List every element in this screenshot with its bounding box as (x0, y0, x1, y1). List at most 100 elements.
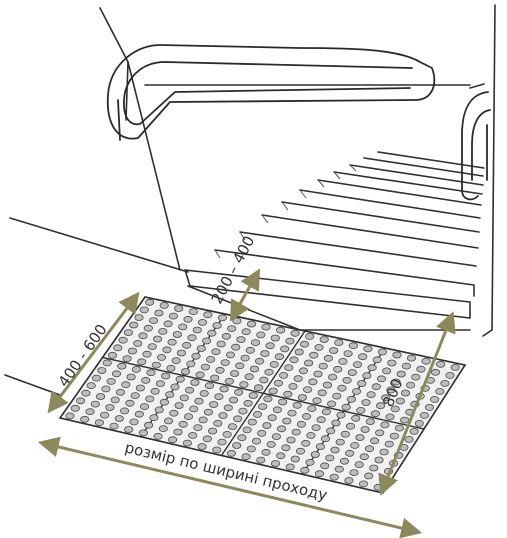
tactile-stud (165, 391, 175, 399)
tactile-stud (225, 351, 236, 359)
tactile-stud (219, 385, 229, 393)
tactile-stud (217, 314, 227, 322)
wall-structure (4, 4, 496, 396)
tactile-stud (109, 422, 119, 430)
tactile-stud (263, 395, 273, 403)
tactile-stud (435, 360, 446, 368)
tactile-stud (180, 368, 191, 375)
tactile-stud (334, 465, 344, 473)
tactile-stud (325, 454, 335, 462)
tactile-stud (143, 324, 153, 332)
tactile-stud (228, 396, 239, 404)
tactile-stud (129, 321, 139, 329)
tactile-stud (134, 410, 144, 418)
tactile-stud (266, 440, 276, 448)
tactile-stud (197, 443, 207, 450)
tactile-stud (276, 452, 286, 460)
tactile-stud (173, 428, 183, 436)
tactile-stud (91, 374, 102, 382)
tactile-stud (94, 419, 105, 427)
tactile-stud (409, 427, 419, 435)
tactile-stud (354, 461, 364, 469)
tactile-stud (320, 435, 331, 443)
tactile-stud (107, 351, 118, 359)
tactile-stud (384, 440, 394, 448)
tactile-stud (352, 361, 363, 369)
tactile-stud (226, 449, 236, 457)
tactile-stud (106, 377, 116, 385)
tactile-stud (319, 336, 329, 343)
tactile-stud (189, 405, 199, 413)
tactile-stud (326, 427, 336, 435)
tactile-stud (307, 405, 317, 413)
tactile-stud (261, 323, 271, 331)
tactile-stud (335, 438, 345, 446)
tactile-stud (365, 418, 375, 426)
tactile-stud (389, 432, 399, 440)
tactile-stud (326, 400, 337, 408)
tactile-stud (340, 430, 350, 438)
tactile-stud (341, 403, 351, 411)
tactile-stud (303, 359, 314, 367)
tactile-stud (124, 426, 134, 433)
tactile-stud (305, 458, 315, 466)
tactile-stud (149, 414, 159, 422)
label-200-400: 200 – 400 (208, 233, 259, 307)
tactile-stud (369, 437, 380, 445)
tactile-stud (256, 331, 266, 339)
tactile-stud (97, 367, 107, 374)
tactile-stud (255, 357, 265, 365)
tactile-stud (105, 404, 115, 411)
staircase (184, 151, 485, 331)
tactile-stud (207, 329, 217, 337)
tactile-stud (232, 317, 242, 325)
tactile-stud (137, 358, 147, 366)
tactile-stud (214, 393, 224, 401)
tactile-stud (158, 327, 168, 335)
tactile-stud (405, 381, 416, 389)
tactile-stud (244, 373, 254, 381)
tactile-stud (366, 391, 376, 399)
tactile-stud (369, 464, 379, 472)
arrow-200-400 (229, 268, 261, 322)
tactile-stud (280, 345, 290, 353)
tactile-stud (194, 397, 204, 405)
tactile-stud (188, 308, 198, 316)
tactile-stud (291, 428, 301, 436)
tactile-stud (114, 415, 124, 422)
tactile-stud (345, 449, 355, 457)
tactile-stud (138, 332, 148, 340)
tactile-stud (175, 375, 185, 383)
tactile-stud (223, 404, 233, 412)
tactile-stud (275, 326, 286, 334)
tactile-stud (158, 425, 168, 433)
tactile-stud (298, 367, 308, 375)
tactile-stud (364, 472, 374, 480)
tactile-stud (176, 349, 186, 357)
tactile-stud (85, 408, 95, 416)
tactile-stud (246, 445, 256, 453)
tactile-stud (252, 410, 263, 418)
tactile-stud (144, 421, 154, 429)
tactile-stud (348, 342, 358, 350)
tactile-stud (332, 392, 342, 400)
tactile-stud (145, 395, 155, 403)
tactile-stud (268, 387, 278, 395)
tactile-stud (401, 362, 411, 370)
tactile-stud (435, 387, 445, 395)
tactile-stud (174, 305, 184, 312)
tactile-stud (127, 347, 137, 355)
tactile-stud (248, 392, 258, 399)
tactile-stud (232, 442, 242, 449)
tactile-stud (309, 351, 319, 359)
tactile-stud (187, 334, 197, 342)
tactile-stud (259, 376, 269, 384)
tactile-stud (123, 329, 133, 337)
tactile-stud (210, 374, 220, 382)
tactile-stud (146, 369, 156, 377)
tactile-stud (170, 383, 180, 391)
tactile-stud (429, 395, 440, 403)
tactile-stud (191, 352, 201, 360)
tactile-stud (90, 400, 100, 408)
